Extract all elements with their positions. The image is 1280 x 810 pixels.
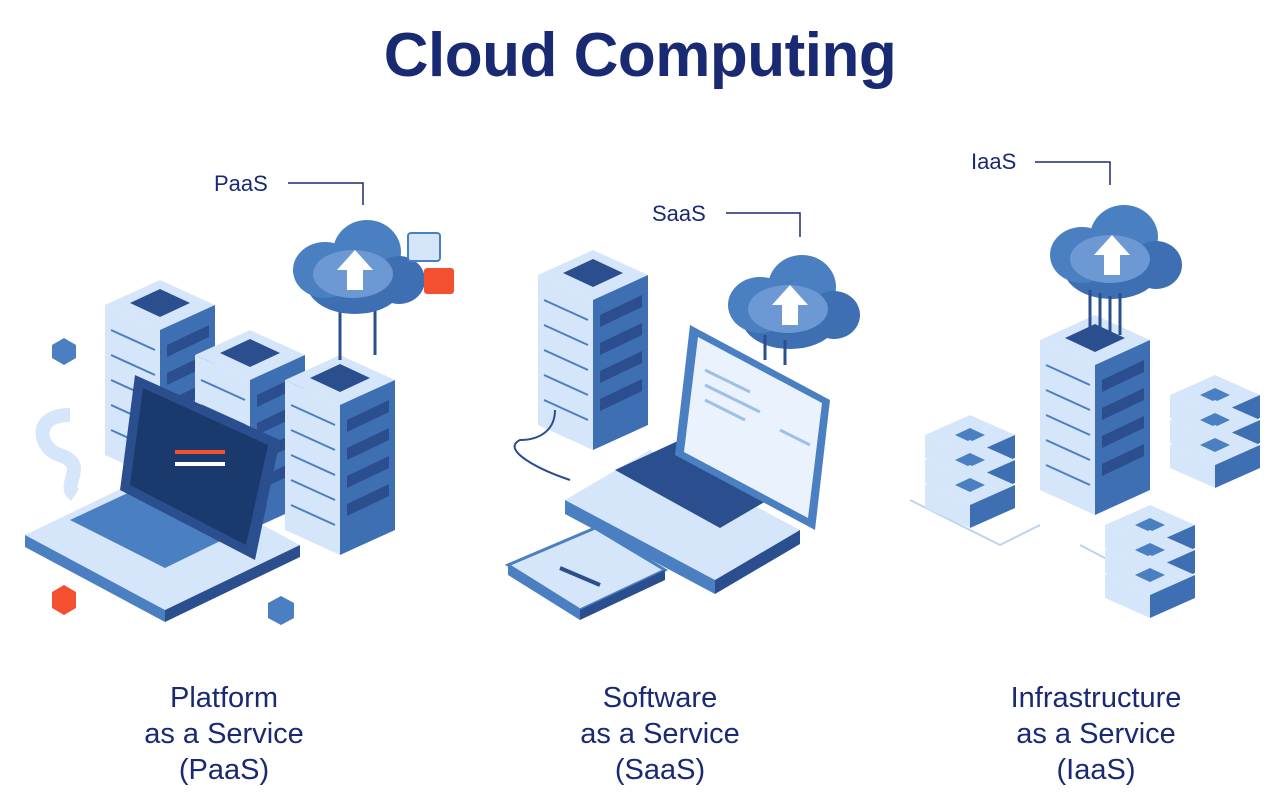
saas-caption: Software as a Service (SaaS) — [480, 680, 840, 788]
iaas-caption-line-2: as a Service — [1016, 718, 1176, 750]
iaas-illustration — [909, 161, 1260, 618]
saas-caption-line-1: Software — [602, 682, 718, 714]
saas-caption-line-2: as a Service — [580, 718, 740, 750]
saas-tag: SaaS — [652, 201, 706, 226]
saas-illustration — [504, 212, 860, 620]
iaas-tag: IaaS — [971, 149, 1017, 174]
paas-tag: PaaS — [214, 171, 268, 196]
paas-caption-line-1: Platform — [170, 682, 278, 714]
paas-illustration — [25, 182, 454, 625]
iaas-caption: Infrastructure as a Service (IaaS) — [916, 680, 1276, 788]
paas-caption-line-2: as a Service — [144, 718, 304, 750]
page-title: Cloud Computing — [383, 21, 897, 90]
iaas-caption-line-3: (IaaS) — [1056, 754, 1136, 786]
paas-caption-line-3: (PaaS) — [178, 754, 270, 786]
paas-caption: Platform as a Service (PaaS) — [44, 680, 404, 788]
iaas-caption-line-1: Infrastructure — [1010, 682, 1182, 714]
saas-caption-line-3: (SaaS) — [614, 754, 706, 786]
